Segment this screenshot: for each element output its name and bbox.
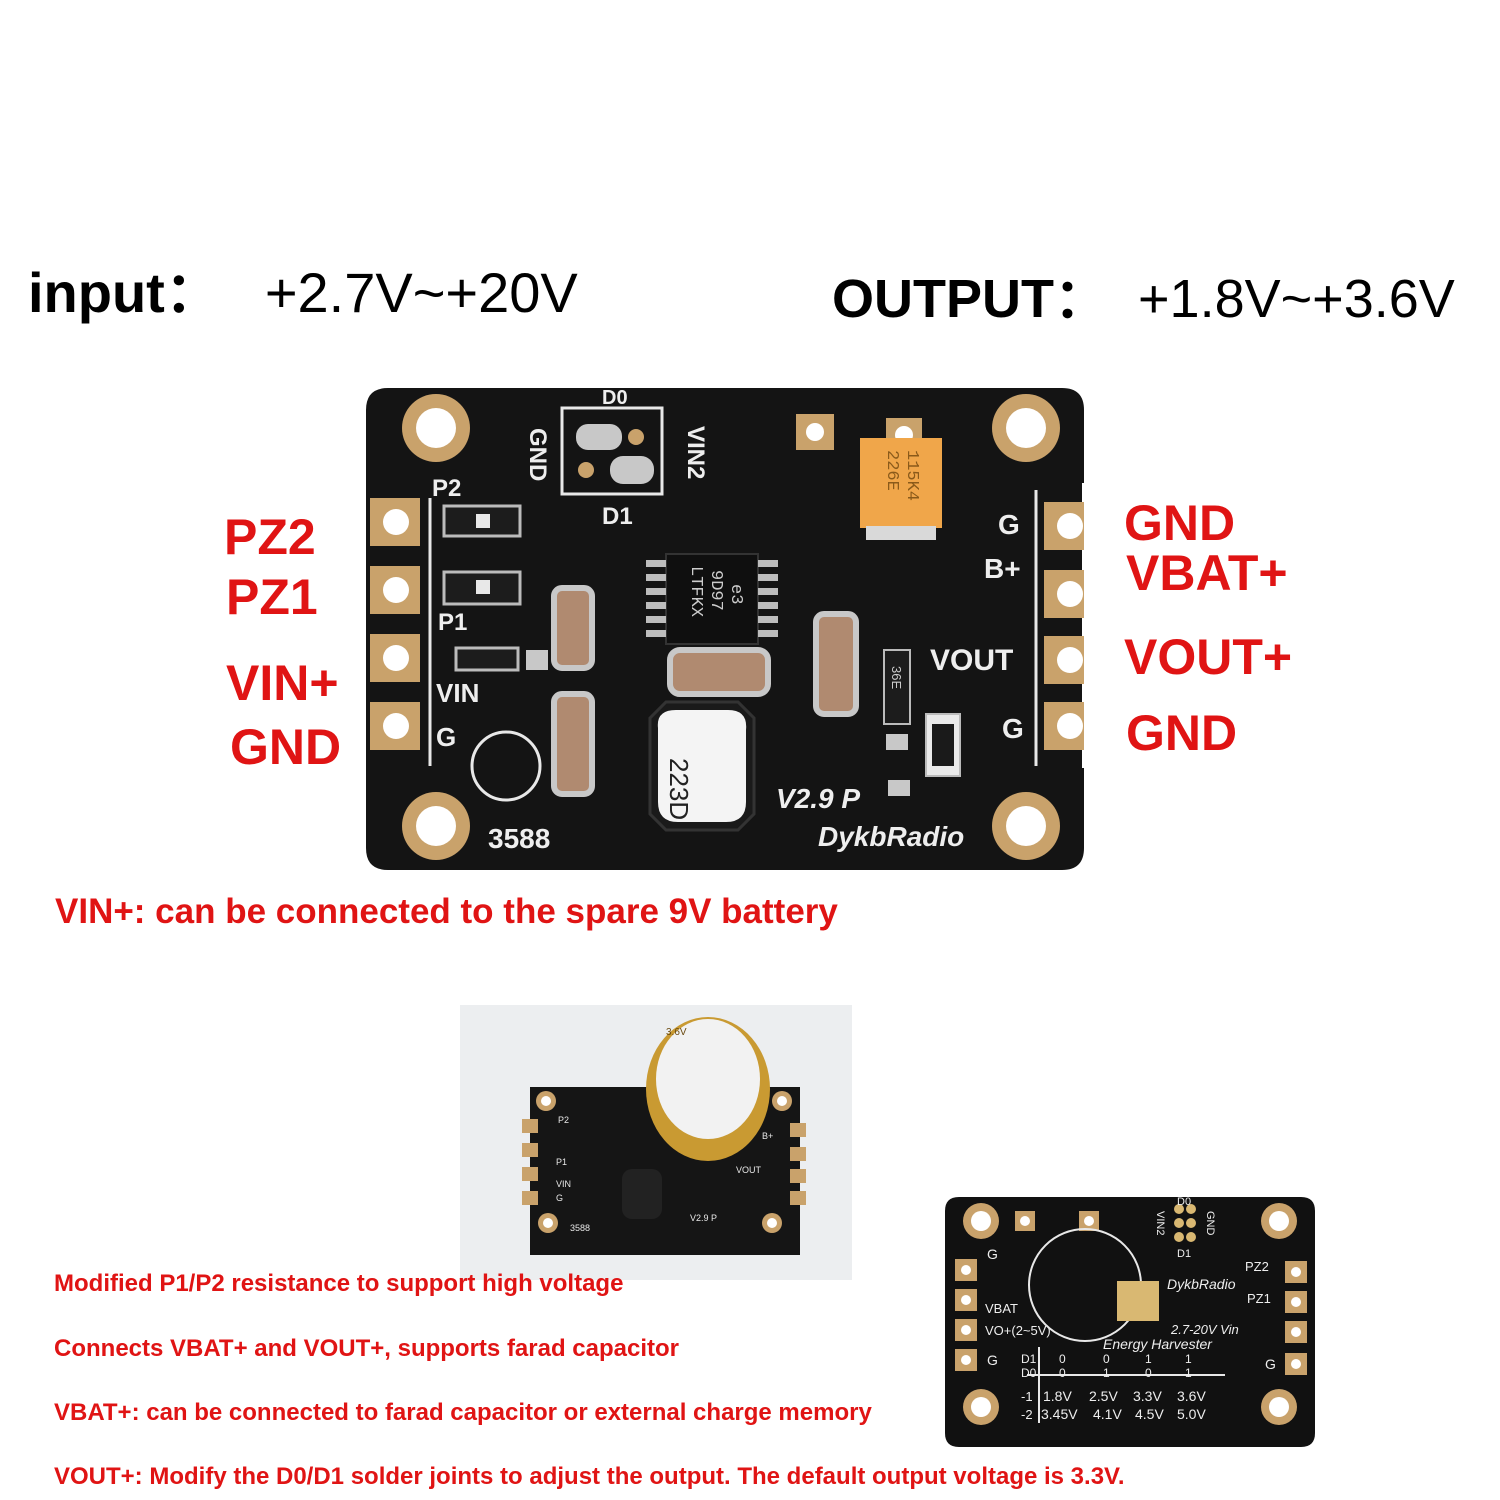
d1-value: 0: [1059, 1352, 1066, 1366]
d1-value: 1: [1185, 1352, 1192, 1366]
cap-text: 3.6V: [666, 1027, 687, 1038]
output-value: +1.8V~+3.6V: [1138, 269, 1455, 329]
pin-label-vin: VIN+: [226, 655, 339, 711]
output-range: OUTPUT： +1.8V~+3.6V: [832, 254, 1455, 333]
chip-line1: LTFKX: [686, 566, 705, 617]
note-vbat: VBAT+: can be connected to farad capacit…: [54, 1399, 872, 1426]
photo-p1: P1: [556, 1157, 567, 1167]
back-table-d0: D0: [1021, 1366, 1037, 1380]
silk-g-right-top: G: [998, 509, 1020, 540]
pin-label-pz1: PZ1: [226, 569, 318, 625]
silk-vin: VIN: [436, 678, 479, 708]
back-gnd: GND: [1204, 1211, 1216, 1236]
d1-value: 1: [1145, 1352, 1152, 1366]
chip-line2: 9D97: [706, 570, 725, 611]
pin-label-pz2: PZ2: [224, 509, 316, 565]
silk-brand: DykbRadio: [818, 821, 964, 852]
output-label: OUTPUT：: [832, 269, 1108, 329]
row1-value: 3.3V: [1133, 1388, 1162, 1404]
back-vin2: VIN2: [1154, 1211, 1166, 1235]
pin-label-vbat: VBAT+: [1126, 545, 1288, 601]
inductor-code: 223D: [664, 758, 694, 820]
row1-value: 3.6V: [1177, 1388, 1206, 1404]
left-header-pads: [370, 498, 420, 750]
silk-vout: VOUT: [930, 644, 1013, 677]
back-brand: DykbRadio: [1167, 1276, 1236, 1292]
photo-bplus: B+: [762, 1131, 773, 1141]
input-range: input： +2.7V~+20V: [28, 248, 578, 329]
row2-value: 5.0V: [1177, 1406, 1206, 1422]
photo-g: G: [556, 1193, 563, 1203]
d0-value: 0: [1059, 1366, 1066, 1380]
back-g-top: G: [987, 1246, 998, 1262]
small-part-code: 36E: [889, 666, 904, 689]
d0-value: 1: [1185, 1366, 1192, 1380]
vin-note: VIN+: can be connected to the spare 9V b…: [55, 892, 838, 931]
board-photo: 3.6V P2 P1 VIN G B+ VOUT V2.9 P 3588: [460, 1005, 852, 1280]
back-pz2: PZ2: [1245, 1259, 1269, 1274]
input-label: input：: [28, 261, 221, 324]
pcb-board-main: P2 P1 VIN G GND VIN2 D0 D1 G B+ VOUT G V…: [366, 388, 1084, 870]
chip-line3: e3: [726, 584, 745, 604]
d0-value: 1: [1103, 1366, 1110, 1380]
ic-chip: [646, 553, 778, 645]
silk-vin2: VIN2: [682, 426, 709, 479]
back-pz1: PZ1: [1247, 1291, 1271, 1306]
note-resistance: Modified P1/P2 resistance to support hig…: [54, 1270, 624, 1297]
silk-g-left: G: [436, 722, 456, 752]
silk-d1: D1: [602, 503, 633, 530]
pin-label-gnd-left: GND: [230, 719, 342, 775]
photo-p2: P2: [558, 1115, 569, 1125]
row2-value: 3.45V: [1041, 1406, 1078, 1422]
back-title: Energy Harvester: [1103, 1336, 1213, 1352]
back-g-right: G: [1265, 1356, 1276, 1372]
back-d1: D1: [1177, 1248, 1191, 1260]
back-g-left: G: [987, 1352, 998, 1368]
pin-label-gnd-right-top: GND: [1124, 495, 1236, 551]
silk-gnd: GND: [524, 428, 551, 481]
silk-g-right-bottom: G: [1002, 713, 1024, 744]
note-vout: VOUT+: Modify the D0/D1 solder joints to…: [54, 1463, 1125, 1490]
pin-label-gnd-right-bottom: GND: [1126, 705, 1238, 761]
back-vbat: VBAT: [985, 1301, 1018, 1316]
photo-version: V2.9 P: [690, 1213, 717, 1223]
silk-version: V2.9 P: [776, 783, 860, 814]
back-vo: VO+(2~5V): [985, 1323, 1051, 1338]
row2-value: 4.1V: [1093, 1406, 1122, 1422]
back-vin-range: 2.7-20V Vin: [1170, 1322, 1239, 1337]
pcb-board-back: D0 D1 VIN2 GND G PZ2 PZ1 DykbRadio VBAT …: [945, 1197, 1315, 1447]
silk-number: 3588: [488, 823, 550, 854]
back-table-d1: D1: [1021, 1352, 1037, 1366]
tantalum-capacitor: [860, 438, 942, 540]
note-farad: Connects VBAT+ and VOUT+, supports farad…: [54, 1335, 680, 1362]
silk-bplus: B+: [984, 553, 1021, 584]
silk-p2: P2: [432, 475, 461, 502]
silk-p1: P1: [438, 609, 467, 636]
row2-value: 4.5V: [1135, 1406, 1164, 1422]
input-value: +2.7V~+20V: [264, 261, 578, 324]
silk-d0: D0: [602, 388, 628, 409]
back-d0: D0: [1177, 1197, 1191, 1208]
row1-label: -1: [1021, 1389, 1033, 1404]
row1-value: 1.8V: [1043, 1388, 1072, 1404]
inductor: [648, 700, 756, 832]
tantalum-line1: 226E: [882, 450, 901, 491]
pin-label-vout: VOUT+: [1124, 629, 1293, 685]
photo-vin: VIN: [556, 1179, 571, 1189]
supercapacitor: [646, 1017, 770, 1161]
tantalum-line2: 115K4: [902, 450, 921, 501]
row1-value: 2.5V: [1089, 1388, 1118, 1404]
photo-vout: VOUT: [736, 1165, 762, 1175]
photo-number: 3588: [570, 1223, 590, 1233]
d1-value: 0: [1103, 1352, 1110, 1366]
row2-label: -2: [1021, 1407, 1033, 1422]
right-header-pads: [1044, 502, 1084, 750]
d0-value: 0: [1145, 1366, 1152, 1380]
